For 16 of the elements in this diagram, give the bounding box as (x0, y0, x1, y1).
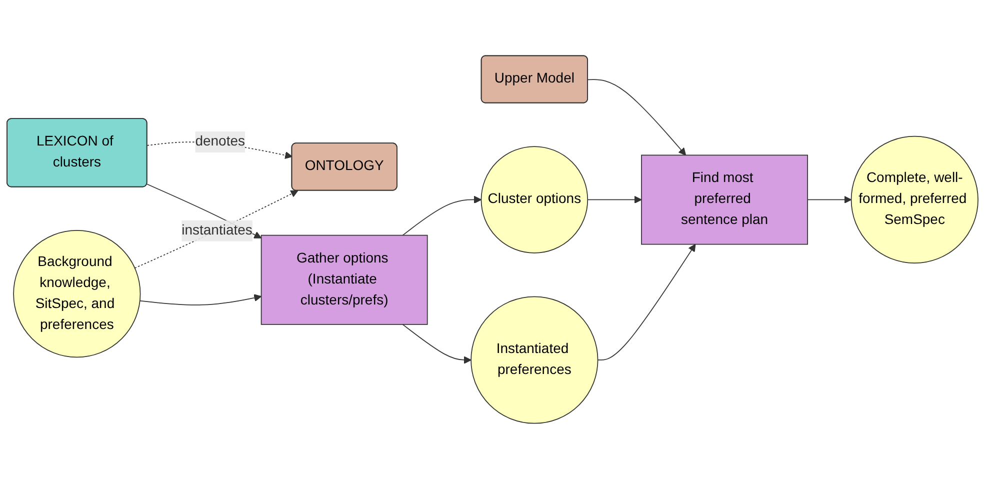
node-box: Gather options (Instantiate clusters/prefs) (260, 234, 428, 325)
arrow (402, 324, 472, 364)
node-circle: Background knowledge, SitSpec, and preferences (13, 230, 141, 358)
edge-label: denotes (195, 134, 245, 149)
arrow (402, 196, 482, 236)
node-circle: Complete, well-formed, preferred SemSpec (850, 136, 978, 264)
arrow (587, 196, 642, 204)
node-circle: Instantiated preferences (470, 296, 598, 424)
arrow (139, 294, 262, 306)
node-box: Find most preferred sentence plan (641, 154, 808, 245)
arrow (807, 196, 852, 204)
arrow (588, 79, 686, 156)
edge-label: instantiates (182, 222, 252, 238)
node-circle: Cluster options (480, 146, 588, 254)
arrow (134, 190, 298, 269)
arrow (597, 244, 696, 360)
